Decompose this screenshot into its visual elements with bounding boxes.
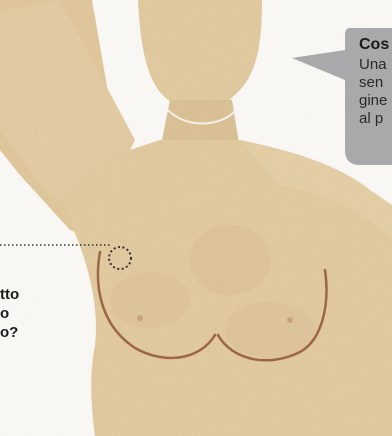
bubble-line: gine: [359, 92, 387, 110]
bubble-line: al p: [359, 110, 383, 128]
bubble-line: Una: [359, 56, 387, 74]
question-line: tto: [0, 285, 19, 304]
bubble-title: Cos: [359, 36, 389, 54]
bubble-line: sen: [359, 74, 383, 92]
question-line: o?: [0, 323, 18, 342]
question-line: o: [0, 304, 9, 323]
